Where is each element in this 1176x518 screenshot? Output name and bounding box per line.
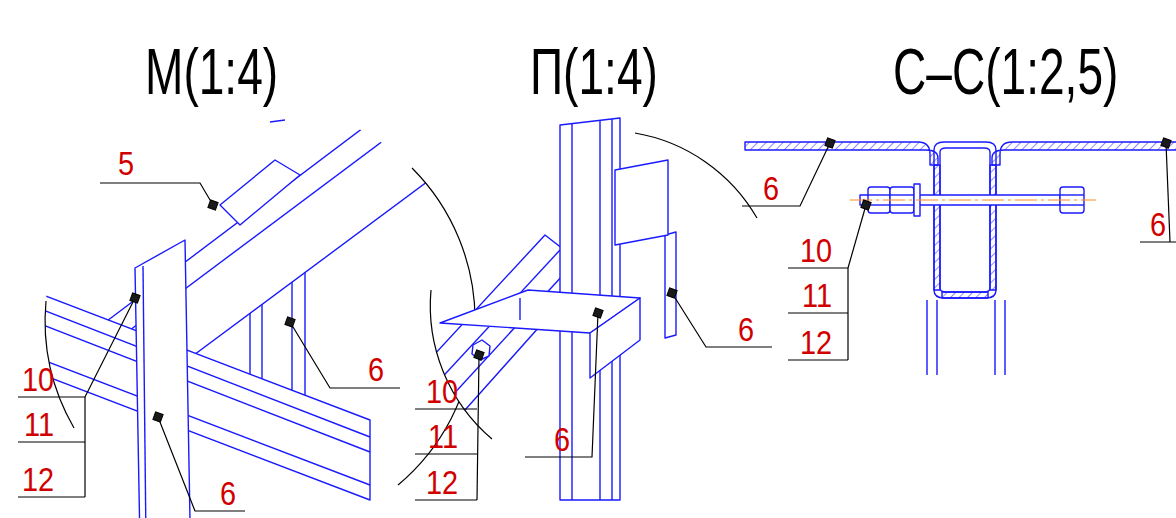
callout-number: 12 [22, 462, 54, 496]
callout-number: 10 [22, 362, 54, 396]
callout-number: 11 [428, 419, 458, 453]
callout-number: 6 [1150, 207, 1166, 241]
callout-number: 6 [763, 171, 779, 205]
callout-number: 6 [220, 476, 236, 510]
callout-number: 10 [800, 233, 832, 267]
callout-number: 6 [554, 422, 570, 456]
callout-number: 12 [426, 465, 458, 499]
view-title: П(1:4) [530, 40, 658, 104]
callout-number: 5 [118, 146, 134, 180]
callout-number: 6 [368, 352, 384, 386]
callout-number: 11 [24, 407, 54, 441]
callout-number: 10 [426, 374, 458, 408]
view-title: М(1:4) [145, 40, 278, 104]
callout-number: 12 [800, 325, 832, 359]
callout-number: 6 [738, 312, 754, 346]
callout-number: 11 [802, 278, 832, 312]
view-title: С–С(1:2,5) [893, 40, 1118, 104]
